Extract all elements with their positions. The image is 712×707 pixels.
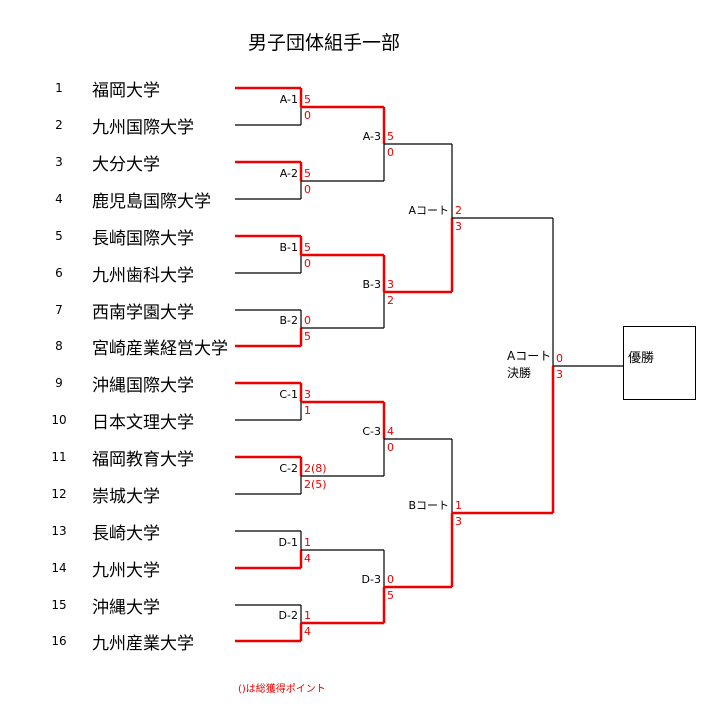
team-seed: 2 (55, 118, 63, 132)
team-seed: 9 (55, 376, 63, 390)
score-top: 4 (387, 425, 394, 438)
team-name: 西南学園大学 (92, 303, 194, 323)
score-bottom: 5 (304, 330, 311, 343)
team-seed: 7 (55, 303, 63, 317)
score-top: 0 (387, 573, 394, 586)
team-seed: 3 (55, 155, 63, 169)
score-top: 3 (387, 278, 394, 291)
team-name: 宮崎産業経営大学 (92, 339, 228, 359)
team-name: 九州歯科大学 (92, 266, 194, 286)
team-seed: 4 (55, 192, 63, 206)
score-bottom: 0 (387, 146, 394, 159)
page-title: 男子団体組手一部 (247, 32, 400, 54)
champion-box: 優勝 (623, 326, 696, 400)
team-seed: 14 (51, 561, 67, 575)
team-name: 崇城大学 (92, 487, 160, 507)
match-label: B-1 (279, 241, 298, 254)
team-name: 九州産業大学 (92, 634, 194, 654)
team-name: 日本文理大学 (92, 413, 194, 433)
team-name: 九州大学 (92, 561, 160, 581)
team-name: 福岡教育大学 (92, 450, 194, 470)
match-label: C-3 (362, 425, 381, 438)
score-bottom: 4 (304, 552, 311, 565)
team-name: 長崎大学 (92, 524, 160, 544)
champion-label: 優勝 (628, 351, 655, 366)
team-seed: 15 (51, 598, 67, 612)
match-label: C-2 (279, 462, 298, 475)
match-label: A-2 (280, 167, 298, 180)
score-top: 1 (304, 609, 311, 622)
final-court-label: Aコート (507, 349, 552, 363)
match-label: Bコート (408, 499, 449, 512)
team-name: 鹿児島国際大学 (92, 192, 211, 212)
team-seed: 6 (55, 266, 63, 280)
team-name: 大分大学 (92, 155, 160, 175)
score-top: 1 (304, 536, 311, 549)
score-bottom: 0 (304, 257, 311, 270)
score-top: 3 (304, 388, 311, 401)
score-top: 0 (304, 314, 311, 327)
team-name: 福岡大学 (92, 81, 160, 101)
score-bottom: 0 (304, 183, 311, 196)
points-note: ()は総獲得ポイント (238, 684, 326, 695)
match-label: A-1 (280, 93, 298, 106)
score-top: 2 (455, 204, 462, 217)
team-name: 沖縄大学 (92, 598, 160, 618)
team-seed: 12 (51, 487, 67, 501)
score-bottom: 0 (387, 441, 394, 454)
match-label: D-1 (279, 536, 298, 549)
score-top: 5 (304, 167, 311, 180)
team-seed: 1 (55, 81, 63, 95)
match-label: D-2 (279, 609, 298, 622)
match-label: B-2 (279, 314, 298, 327)
final-round-label: 決勝 (507, 366, 532, 380)
team-name: 沖縄国際大学 (92, 376, 194, 396)
team-seed: 16 (51, 634, 67, 648)
score-top: 0 (556, 352, 563, 365)
team-seed: 5 (55, 229, 63, 243)
score-top: 2(8) (304, 462, 327, 475)
final-match-label: Aコート 決勝 (507, 348, 551, 382)
team-seed: 10 (51, 413, 67, 427)
score-bottom: 0 (304, 109, 311, 122)
score-top: 5 (304, 241, 311, 254)
score-bottom: 2(5) (304, 478, 327, 491)
match-label: D-3 (362, 573, 381, 586)
team-name: 九州国際大学 (92, 118, 194, 138)
score-bottom: 3 (556, 368, 563, 381)
score-bottom: 3 (455, 515, 462, 528)
score-bottom: 5 (387, 589, 394, 602)
score-bottom: 2 (387, 294, 394, 307)
match-label: Aコート (408, 204, 449, 217)
match-label: A-3 (363, 130, 381, 143)
team-seed: 11 (51, 450, 67, 464)
team-seed: 8 (55, 339, 63, 353)
score-top: 5 (387, 130, 394, 143)
match-label: C-1 (279, 388, 298, 401)
score-top: 5 (304, 93, 311, 106)
score-bottom: 3 (455, 220, 462, 233)
match-label: B-3 (362, 278, 381, 291)
team-name: 長崎国際大学 (92, 229, 194, 249)
score-top: 1 (455, 499, 462, 512)
score-bottom: 1 (304, 404, 311, 417)
team-seed: 13 (51, 524, 67, 538)
score-bottom: 4 (304, 625, 311, 638)
